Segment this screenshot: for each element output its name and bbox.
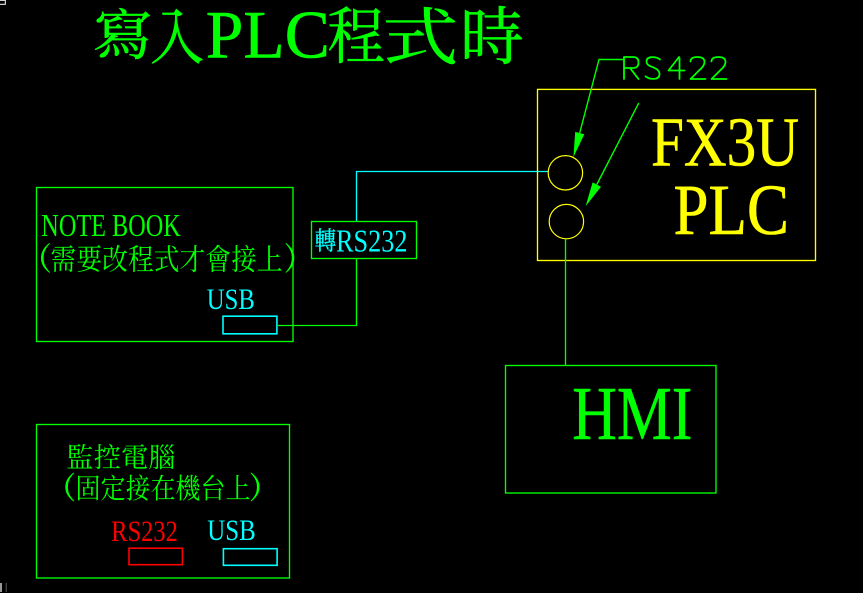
svg-text:PLC: PLC: [674, 171, 790, 250]
svg-text:HMI: HMI: [572, 371, 692, 456]
svg-text:USB: USB: [207, 515, 256, 547]
svg-text:USB: USB: [207, 284, 255, 316]
svg-text:RS232: RS232: [336, 223, 408, 258]
svg-text:RS232: RS232: [111, 516, 178, 548]
svg-text:NOTE BOOK: NOTE BOOK: [41, 208, 181, 243]
svg-text:FX3U: FX3U: [651, 104, 799, 181]
svg-text:PLC: PLC: [206, 0, 330, 73]
